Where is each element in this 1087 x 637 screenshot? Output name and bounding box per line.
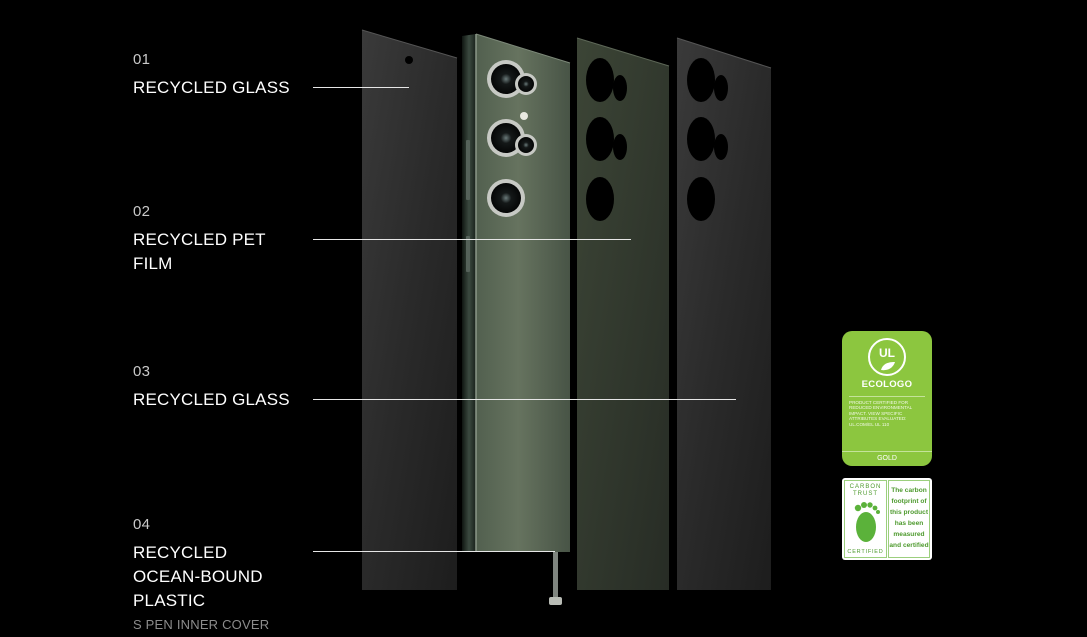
leader-line-04 — [313, 551, 555, 552]
pet-film-panel — [576, 37, 670, 590]
punch-hole-camera — [405, 56, 413, 64]
back-glass-panel — [676, 37, 772, 590]
s-pen-tip — [549, 552, 562, 605]
ecologo-level: GOLD — [842, 451, 932, 466]
callout-01: 01 RECYCLED GLASS — [133, 51, 298, 100]
ecologo-description: PRODUCT CERTIFIED FOR REDUCED ENVIRONMEN… — [849, 396, 925, 427]
callout-label: RECYCLED GLASS — [133, 78, 290, 97]
carbon-trust-statement: The carbon footprint of this product has… — [888, 480, 930, 558]
leaf-icon — [881, 362, 895, 371]
carbon-trust-footer: CERTIFIED — [847, 549, 884, 555]
leader-line-02 — [313, 239, 631, 240]
phone-body — [462, 33, 571, 605]
leader-line-03 — [313, 399, 736, 400]
callout-number: 02 — [133, 203, 151, 220]
carbon-trust-header: CARBON TRUST — [849, 484, 882, 497]
callout-03: 03 RECYCLED GLASS — [133, 363, 298, 412]
callout-number: 01 — [133, 51, 151, 68]
ecologo-badge: UL ECOLOGO PRODUCT CERTIFIED FOR REDUCED… — [842, 331, 932, 466]
footprint-icon — [854, 502, 880, 542]
callout-02: 02 RECYCLED PET FILM — [133, 203, 298, 276]
callout-label: RECYCLED OCEAN-BOUND PLASTIC — [133, 543, 263, 610]
callout-number: 03 — [133, 363, 151, 380]
ecologo-title: ECOLOGO — [861, 379, 913, 390]
callout-sublabel: S PEN INNER COVER — [133, 617, 270, 632]
ul-mark: UL — [879, 346, 895, 360]
front-glass-panel — [361, 29, 458, 590]
ul-logo: UL — [868, 338, 906, 376]
callout-number: 04 — [133, 516, 151, 533]
callout-label: RECYCLED GLASS — [133, 390, 290, 409]
carbon-trust-badge: CARBON TRUST CERTIFIED The carbon footpr… — [842, 478, 932, 560]
callout-label: RECYCLED PET FILM — [133, 230, 266, 273]
carbon-trust-mark: CARBON TRUST CERTIFIED — [844, 480, 887, 558]
callout-04: 04 RECYCLED OCEAN-BOUND PLASTIC S PEN IN… — [133, 516, 298, 632]
leader-line-01 — [313, 87, 409, 88]
camera-lenses — [487, 60, 537, 217]
